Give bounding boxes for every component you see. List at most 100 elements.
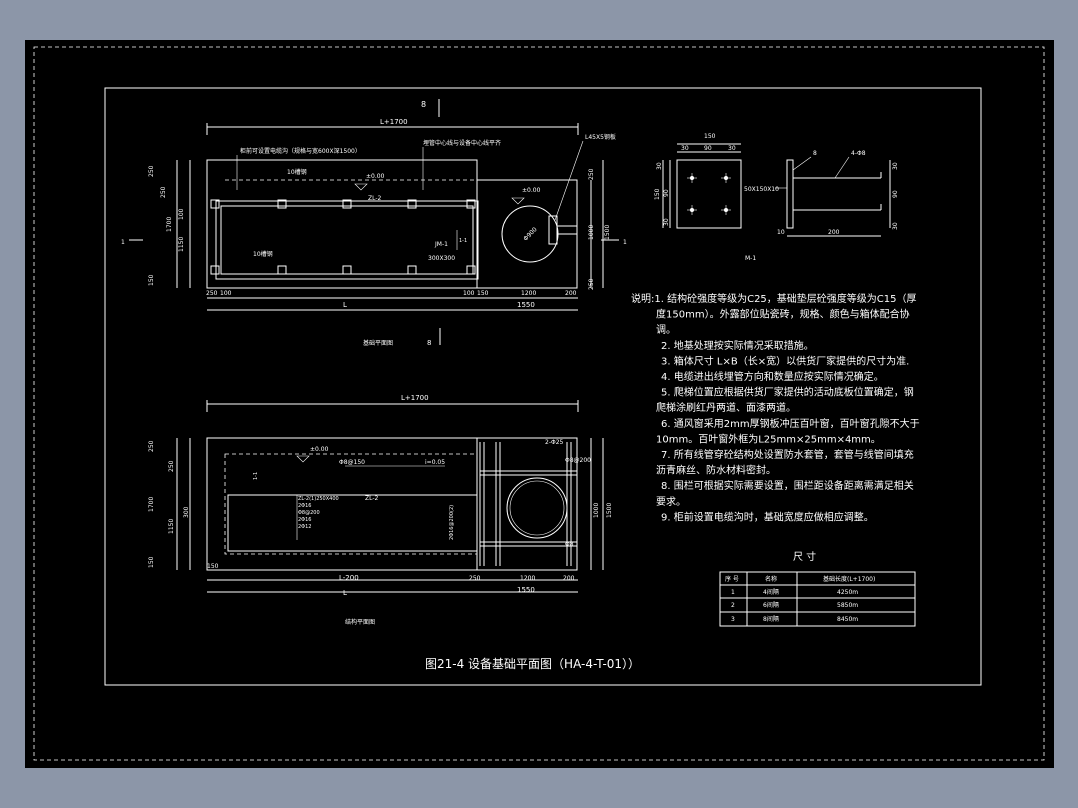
p1-inner-label-b: 10槽钢 — [253, 250, 273, 258]
p2-dim-bottom-1: 250 — [469, 575, 481, 582]
note-line: 8. 围栏可根据实际需要设置，围栏距设备距离需满足相关 — [661, 479, 914, 492]
p2-rebar-e: 2Φ12 — [298, 524, 311, 530]
p2-note-a: 2-Φ25 — [545, 439, 564, 446]
table-cell-0-0: 1 — [731, 589, 735, 596]
p1-pad: JM-1 — [434, 241, 448, 248]
note-line: 4. 电缆进出线埋管方向和数量应按实际情况确定。 — [661, 370, 884, 383]
p1-dim-right-3: 250 — [588, 278, 595, 290]
table-cell-1-0: 2 — [731, 602, 735, 609]
p2-beam: ZL-2 — [365, 495, 379, 502]
p1-note-top-left: 柜前可设置电缆沟（规格与宽600X深1500） — [240, 147, 361, 155]
d-len: 200 — [828, 229, 840, 236]
d-dim-side-3: 150 — [654, 188, 661, 200]
p1-dim-right-1: 1000 — [588, 225, 595, 240]
d-label: M-1 — [745, 255, 756, 262]
p1-title: 基础平面图 — [363, 339, 393, 347]
d-side-dim-1: 90 — [892, 190, 899, 198]
d-thk: 8 — [813, 150, 817, 157]
d-bolt: 4-Φ8 — [851, 150, 866, 157]
d-dim-top-3: 30 — [728, 145, 736, 152]
p2-dim-L200: L-200 — [339, 574, 359, 582]
plan-1: 8 L+1700 柜前可设置电缆沟（规格与宽600X深1500） 埋管中心线与设… — [121, 99, 627, 347]
p1-note-top-right: 埋管中心线与设备中心线平齐 — [423, 139, 501, 147]
p2-manhole — [506, 477, 568, 539]
p2-dim-bottom-0: 150 — [207, 563, 219, 570]
p1-dim-right-0: 250 — [588, 168, 595, 180]
note-line: 2. 地基处理按实际情况采取措施。 — [661, 339, 814, 352]
d-dim-top-2: 90 — [704, 145, 712, 152]
p2-dim-right-0: 1000 — [593, 503, 600, 518]
p1-dim-L: L — [343, 301, 347, 309]
p2-dim-1550: 1550 — [517, 586, 535, 594]
p1-steel-note: L45X5钢板 — [585, 133, 616, 141]
svg-text:1-1: 1-1 — [253, 472, 259, 480]
svg-text:1-1: 1-1 — [459, 238, 467, 244]
table-cell-1-1: 6间隔 — [763, 601, 779, 609]
note-line: 5. 爬梯位置应根据供货厂家提供的活动底板位置确定，钢 — [661, 386, 914, 399]
table-header-0: 序 号 — [725, 575, 739, 583]
table-cell-0-1: 4间隔 — [763, 588, 779, 596]
p2-rebar-d: 2Φ16 — [298, 517, 311, 523]
table-caption: 尺 寸 — [793, 550, 816, 563]
p2-rebar-b: 2Φ16 — [298, 503, 311, 509]
p2-rebar-a: ZL-2(1)250X400 — [298, 496, 339, 502]
p1-dim-1550: 1550 — [517, 301, 535, 309]
note-line: 度150mm）。外露部位贴瓷砖，规格、颜色与箱体配合协 — [656, 308, 910, 321]
d-ten: 10 — [777, 229, 785, 236]
table-cell-2-2: 8450m — [837, 616, 858, 623]
notes: 说明:1. 结构砼强度等级为C25，基础垫层砼强度等级为C15（厚度150mm）… — [631, 292, 920, 523]
p2-dim-right-1: 1500 — [606, 503, 613, 518]
p1-dim-left-2: 100 — [178, 208, 185, 220]
cad-viewport[interactable]: 8 L+1700 柜前可设置电缆沟（规格与宽600X深1500） 埋管中心线与设… — [25, 40, 1054, 768]
p2-dim-left-1: 250 — [168, 460, 175, 472]
p2-elev: ±0.00 — [310, 446, 329, 453]
d-plate — [676, 159, 742, 229]
d-dim-top-1: 30 — [681, 145, 689, 152]
table-cell-1-2: 5850m — [837, 602, 858, 609]
p1-dim-left-5: 1700 — [166, 217, 173, 232]
d-plate-label: 50X150X10 — [744, 186, 779, 193]
note-line: 调。 — [656, 324, 676, 336]
p2-dim-left-4: 1700 — [148, 497, 155, 512]
p1-dim-left-1: 250 — [160, 186, 167, 198]
p2-title: 结构平面图 — [345, 618, 375, 626]
table-cell-0-2: 4250m — [837, 589, 858, 596]
drawing-caption: 图21-4 设备基础平面图（HA-4-T-01）） — [425, 657, 640, 671]
drawing-canvas: 8 L+1700 柜前可设置电缆沟（规格与宽600X深1500） 埋管中心线与设… — [33, 46, 1045, 761]
d-side-dim-0: 30 — [892, 162, 899, 170]
note-line: 要求。 — [656, 496, 686, 508]
p1-right-mark: 1 — [623, 239, 627, 246]
p1-dim-bottom-1: 100 — [220, 290, 232, 297]
note-line: 9. 柜前设置电缆沟时，基础宽度应做相应调整。 — [661, 510, 874, 523]
p2-dim-bottom-2: 1200 — [520, 575, 535, 582]
note-line: 6. 通风窗采用2mm厚钢板冲压百叶窗，百叶窗孔隙不大于 — [661, 417, 920, 430]
p1-elev2: ±0.00 — [522, 187, 541, 194]
p1-left-mark: 1 — [121, 239, 125, 246]
p2-small-label: Φ8 — [565, 541, 574, 548]
p2-dim-bottom-3: 200 — [563, 575, 575, 582]
note-line: 7. 所有线管穿砼结构处设置防水套管，套管与线管间填充 — [661, 448, 914, 461]
p2-dim-left-2: 1150 — [168, 519, 175, 534]
outer-dashed-frame — [33, 46, 1045, 761]
p1-dim-bottom-5: 200 — [565, 290, 577, 297]
p1-dim-bottom-4: 1200 — [521, 290, 536, 297]
table-header-2: 基础长度(L+1700) — [823, 575, 875, 583]
p2-pipe: Φ8@150 — [339, 459, 365, 466]
svg-text:Φ900: Φ900 — [522, 226, 539, 243]
p1-dim-right-2: 1500 — [604, 225, 611, 240]
p1-title-mark: 8 — [427, 339, 431, 347]
note-line: 3. 箱体尺寸 L×B（长×宽）以供货厂家提供的尺寸为准. — [661, 354, 909, 367]
p1-elev: ±0.00 — [366, 173, 385, 180]
p2-rebar-side: 2Φ16@200(2) — [449, 505, 455, 540]
note-line: 爬梯涂刷红丹两道、面漆两道。 — [656, 401, 796, 414]
p1-inner-label-a: 10槽钢 — [287, 168, 307, 176]
p1-dim-left-4: 150 — [148, 274, 155, 286]
inner-frame — [104, 87, 982, 686]
p2-dim-left-0: 250 — [148, 440, 155, 452]
p1-dim-left-3: 1150 — [178, 237, 185, 252]
d-dim-top-0: 150 — [704, 133, 716, 140]
p1-dim-bottom-0: 250 — [206, 290, 218, 297]
p2-dim-left-5: 300 — [183, 506, 190, 518]
p1-dim-total: L+1700 — [380, 118, 408, 126]
dimension-table: 尺 寸 序 号 名称 基础长度(L+1700) 1 4间隔 4250m 2 6间… — [719, 550, 916, 627]
